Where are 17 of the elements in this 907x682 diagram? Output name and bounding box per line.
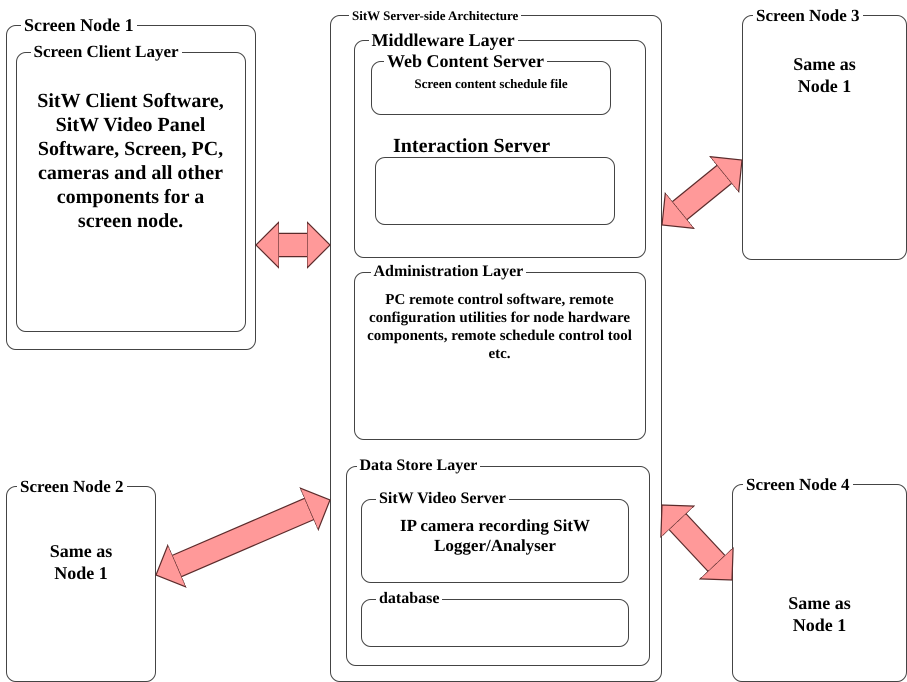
box-text: Same as Node 1 <box>48 541 114 584</box>
box-title: Screen Client Layer <box>30 43 182 60</box>
box-title: Screen Node 1 <box>21 16 137 34</box>
box-text: Same as Node 1 <box>792 54 857 98</box>
box-title: Web Content Server <box>384 52 547 70</box>
box-text: Same as Node 1 <box>787 593 852 636</box>
box-title: Middleware Layer <box>368 30 518 49</box>
box-text: Screen content schedule file <box>413 76 569 92</box>
box-title: Screen Node 4 <box>743 476 853 493</box>
box-title: Screen Node 3 <box>753 6 863 24</box>
box-title: Screen Node 2 <box>17 478 127 495</box>
box-text: IP camera recording SitW Logger/Analyser <box>399 516 591 557</box>
box-title: SitW Server-side Architecture <box>349 8 522 22</box>
box-text: SitW Client Software, SitW Video Panel Software, Screen, PC, cameras and all other components for a screen node. <box>36 88 225 232</box>
box-title: Data Store Layer <box>356 458 480 474</box>
box-text: PC remote control software, remote configuration utilities for node hardware components, remote schedule control tool etc. <box>366 290 633 362</box>
box-title: Administration Layer <box>370 264 526 280</box>
